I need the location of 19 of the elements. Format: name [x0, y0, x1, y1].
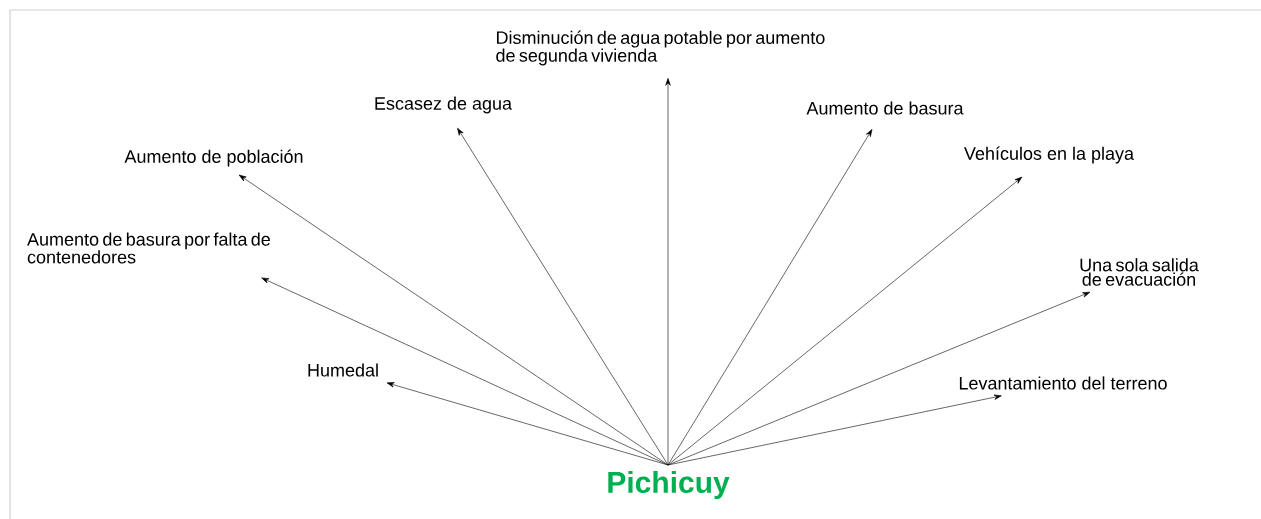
arrow [667, 291, 1091, 466]
arrow [667, 176, 1023, 466]
issue-label: Aumento de basura por falta de contenedores [27, 232, 270, 264]
issue-label: Aumento de población [124, 149, 303, 167]
issue-label: Escasez de agua [375, 96, 512, 114]
issue-label: Aumento de basura [806, 101, 964, 115]
issue-label: Una sola salida de evacuación [1080, 258, 1199, 286]
place-name: Pichicuy [608, 471, 730, 499]
arrow [667, 129, 873, 466]
arrow [457, 127, 669, 466]
arrow [238, 174, 669, 466]
arrow [261, 277, 669, 466]
issue-label: Humedal [308, 363, 378, 377]
arrow [665, 78, 671, 466]
arrow [386, 382, 669, 466]
issue-label: Disminución de agua potable por aumento de segunda vivienda [496, 30, 825, 66]
arrow [667, 394, 1002, 466]
issue-label: Vehículos en la playa [964, 146, 1134, 164]
issue-label: Levantamiento del terreno [959, 376, 1167, 390]
